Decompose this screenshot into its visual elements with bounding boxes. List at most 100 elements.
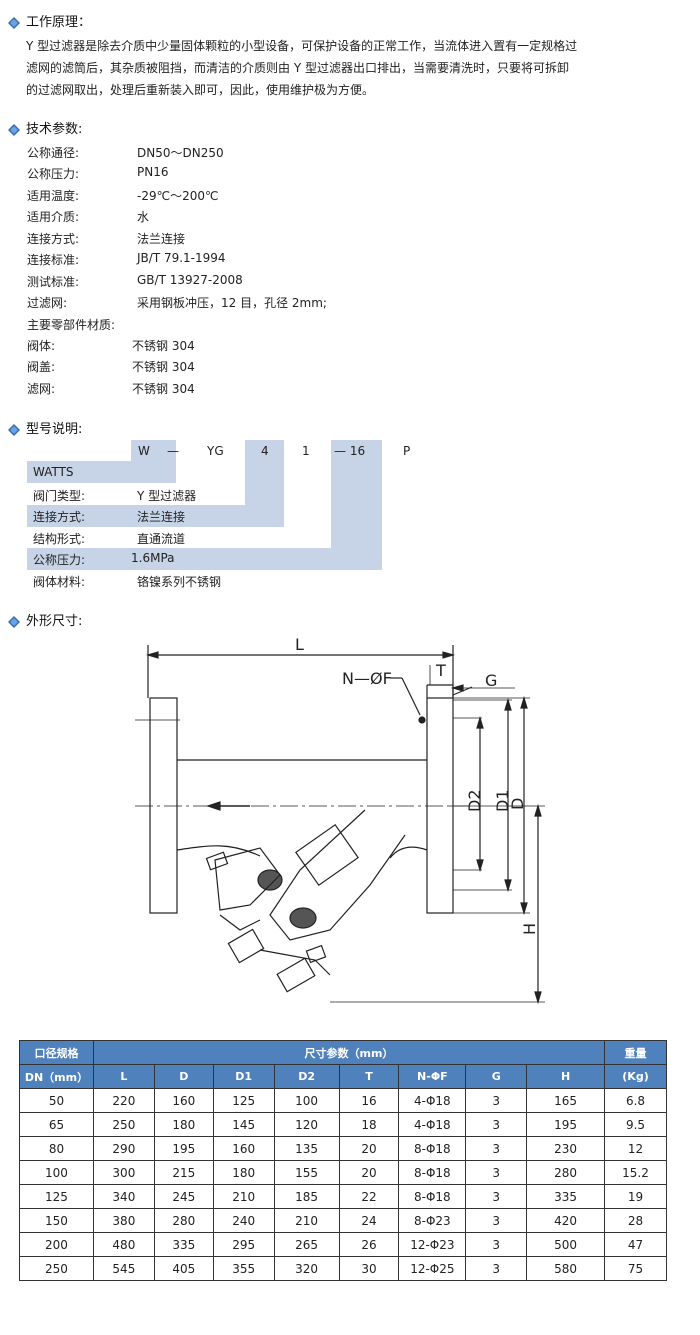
- header-dims: 尺寸参数（mm）: [92, 1040, 606, 1065]
- table-cell: 3: [465, 1256, 528, 1281]
- spec-value: JB/T 79.1-1994: [137, 251, 226, 265]
- spec-value: 采用钢板冲压，12 目，孔径 2mm;: [137, 296, 327, 310]
- table-cell: 230: [526, 1136, 606, 1161]
- model-value: 1.6MPa: [131, 551, 175, 565]
- table-cell: 4-Φ18: [398, 1112, 467, 1137]
- label-D2: D2: [465, 790, 484, 813]
- spec-key: 公称通径:: [27, 146, 80, 160]
- principle-line: 滤网的滤筒后，其杂质被阻挡，而清洁的介质则由 Y 型过滤器出口排出，当需要清洗时…: [26, 61, 569, 75]
- header-col: T: [338, 1064, 400, 1089]
- table-cell: 420: [526, 1208, 606, 1233]
- model-code: 4: [261, 444, 269, 458]
- table-cell: 320: [273, 1256, 340, 1281]
- diamond-bullet-icon: [8, 16, 20, 29]
- table-cell: 280: [153, 1208, 214, 1233]
- model-band: [27, 505, 284, 527]
- table-cell: 145: [212, 1112, 275, 1137]
- table-cell: 80: [19, 1136, 94, 1161]
- table-cell: 545: [92, 1256, 155, 1281]
- table-cell: 160: [153, 1088, 214, 1113]
- spec-value: -29℃～200℃: [137, 189, 219, 203]
- spec-value: 法兰连接: [137, 232, 186, 246]
- table-cell: 240: [212, 1208, 275, 1233]
- header-col: G: [465, 1064, 528, 1089]
- model-code: 1: [302, 444, 310, 458]
- model-code: —: [167, 444, 179, 458]
- table-cell: 6.8: [604, 1088, 667, 1113]
- table-cell: 335: [526, 1184, 606, 1209]
- model-value: Y 型过滤器: [137, 489, 197, 503]
- label-L: L: [295, 635, 304, 654]
- table-cell: 380: [92, 1208, 155, 1233]
- table-cell: 135: [273, 1136, 340, 1161]
- table-cell: 220: [92, 1088, 155, 1113]
- table-cell: 18: [338, 1112, 400, 1137]
- header-kg: (Kg): [604, 1064, 667, 1089]
- table-cell: 125: [212, 1088, 275, 1113]
- table-cell: 215: [153, 1160, 214, 1185]
- model-key: 连接方式:: [33, 510, 86, 524]
- model-code: W: [138, 444, 150, 458]
- principle-paragraph: Y 型过滤器是除去介质中少量固体颗粒的小型设备，可保护设备的正常工作，当流体进入…: [26, 35, 676, 101]
- table-cell: 3: [465, 1160, 528, 1185]
- header-col: D: [153, 1064, 214, 1089]
- model-band: [131, 440, 176, 461]
- table-cell: 8-Φ23: [398, 1208, 467, 1233]
- table-cell: 24: [338, 1208, 400, 1233]
- valve-dimension-drawing: L N—ØF T G D2 D1 D H: [135, 635, 545, 1005]
- table-cell: 20: [338, 1136, 400, 1161]
- model-code: — 16: [334, 444, 366, 458]
- table-cell: 210: [273, 1208, 340, 1233]
- model-key: WATTS: [33, 465, 74, 479]
- spec-value: GB/T 13927-2008: [137, 273, 243, 287]
- model-band: [27, 548, 382, 570]
- table-cell: 125: [19, 1184, 94, 1209]
- label-H: H: [520, 923, 539, 935]
- principle-line: Y 型过滤器是除去介质中少量固体颗粒的小型设备，可保护设备的正常工作，当流体进入…: [26, 39, 578, 53]
- header-col: D2: [273, 1064, 340, 1089]
- table-cell: 295: [212, 1232, 275, 1257]
- model-value: 直通流道: [137, 532, 186, 546]
- table-cell: 340: [92, 1184, 155, 1209]
- materials-title: 主要零部件材质:: [27, 318, 116, 332]
- table-cell: 8-Φ18: [398, 1160, 467, 1185]
- principle-line: 的过滤网取出，处理后重新装入即可，因此，使用维护极为方便。: [26, 83, 375, 97]
- material-key: 阀体:: [27, 339, 56, 353]
- table-cell: 290: [92, 1136, 155, 1161]
- section-title-principle: 工作原理：: [8, 14, 91, 32]
- table-cell: 250: [92, 1112, 155, 1137]
- table-cell: 165: [526, 1088, 606, 1113]
- table-cell: 150: [19, 1208, 94, 1233]
- model-key: 阀门类型:: [33, 489, 86, 503]
- model-band: [27, 461, 176, 483]
- table-cell: 265: [273, 1232, 340, 1257]
- table-cell: 22: [338, 1184, 400, 1209]
- material-key: 阀盖:: [27, 360, 56, 374]
- label-D: D: [508, 798, 527, 810]
- spec-key: 连接方式:: [27, 232, 80, 246]
- spec-key: 公称压力:: [27, 167, 80, 181]
- table-cell: 300: [92, 1160, 155, 1185]
- section-title-specs: 技术参数:: [8, 121, 82, 139]
- spec-value: PN16: [137, 165, 169, 179]
- material-value: 不锈钢 304: [132, 382, 195, 396]
- table-cell: 180: [153, 1112, 214, 1137]
- table-cell: 16: [338, 1088, 400, 1113]
- model-value: 铬镍系列不锈钢: [137, 575, 222, 589]
- spec-key: 适用介质:: [27, 210, 80, 224]
- header-col: N-ΦF: [398, 1064, 467, 1089]
- table-cell: 195: [526, 1112, 606, 1137]
- table-cell: 3: [465, 1136, 528, 1161]
- diamond-bullet-icon: [8, 123, 20, 136]
- spec-value: 水: [137, 210, 150, 224]
- table-cell: 3: [465, 1088, 528, 1113]
- model-key: 结构形式:: [33, 532, 86, 546]
